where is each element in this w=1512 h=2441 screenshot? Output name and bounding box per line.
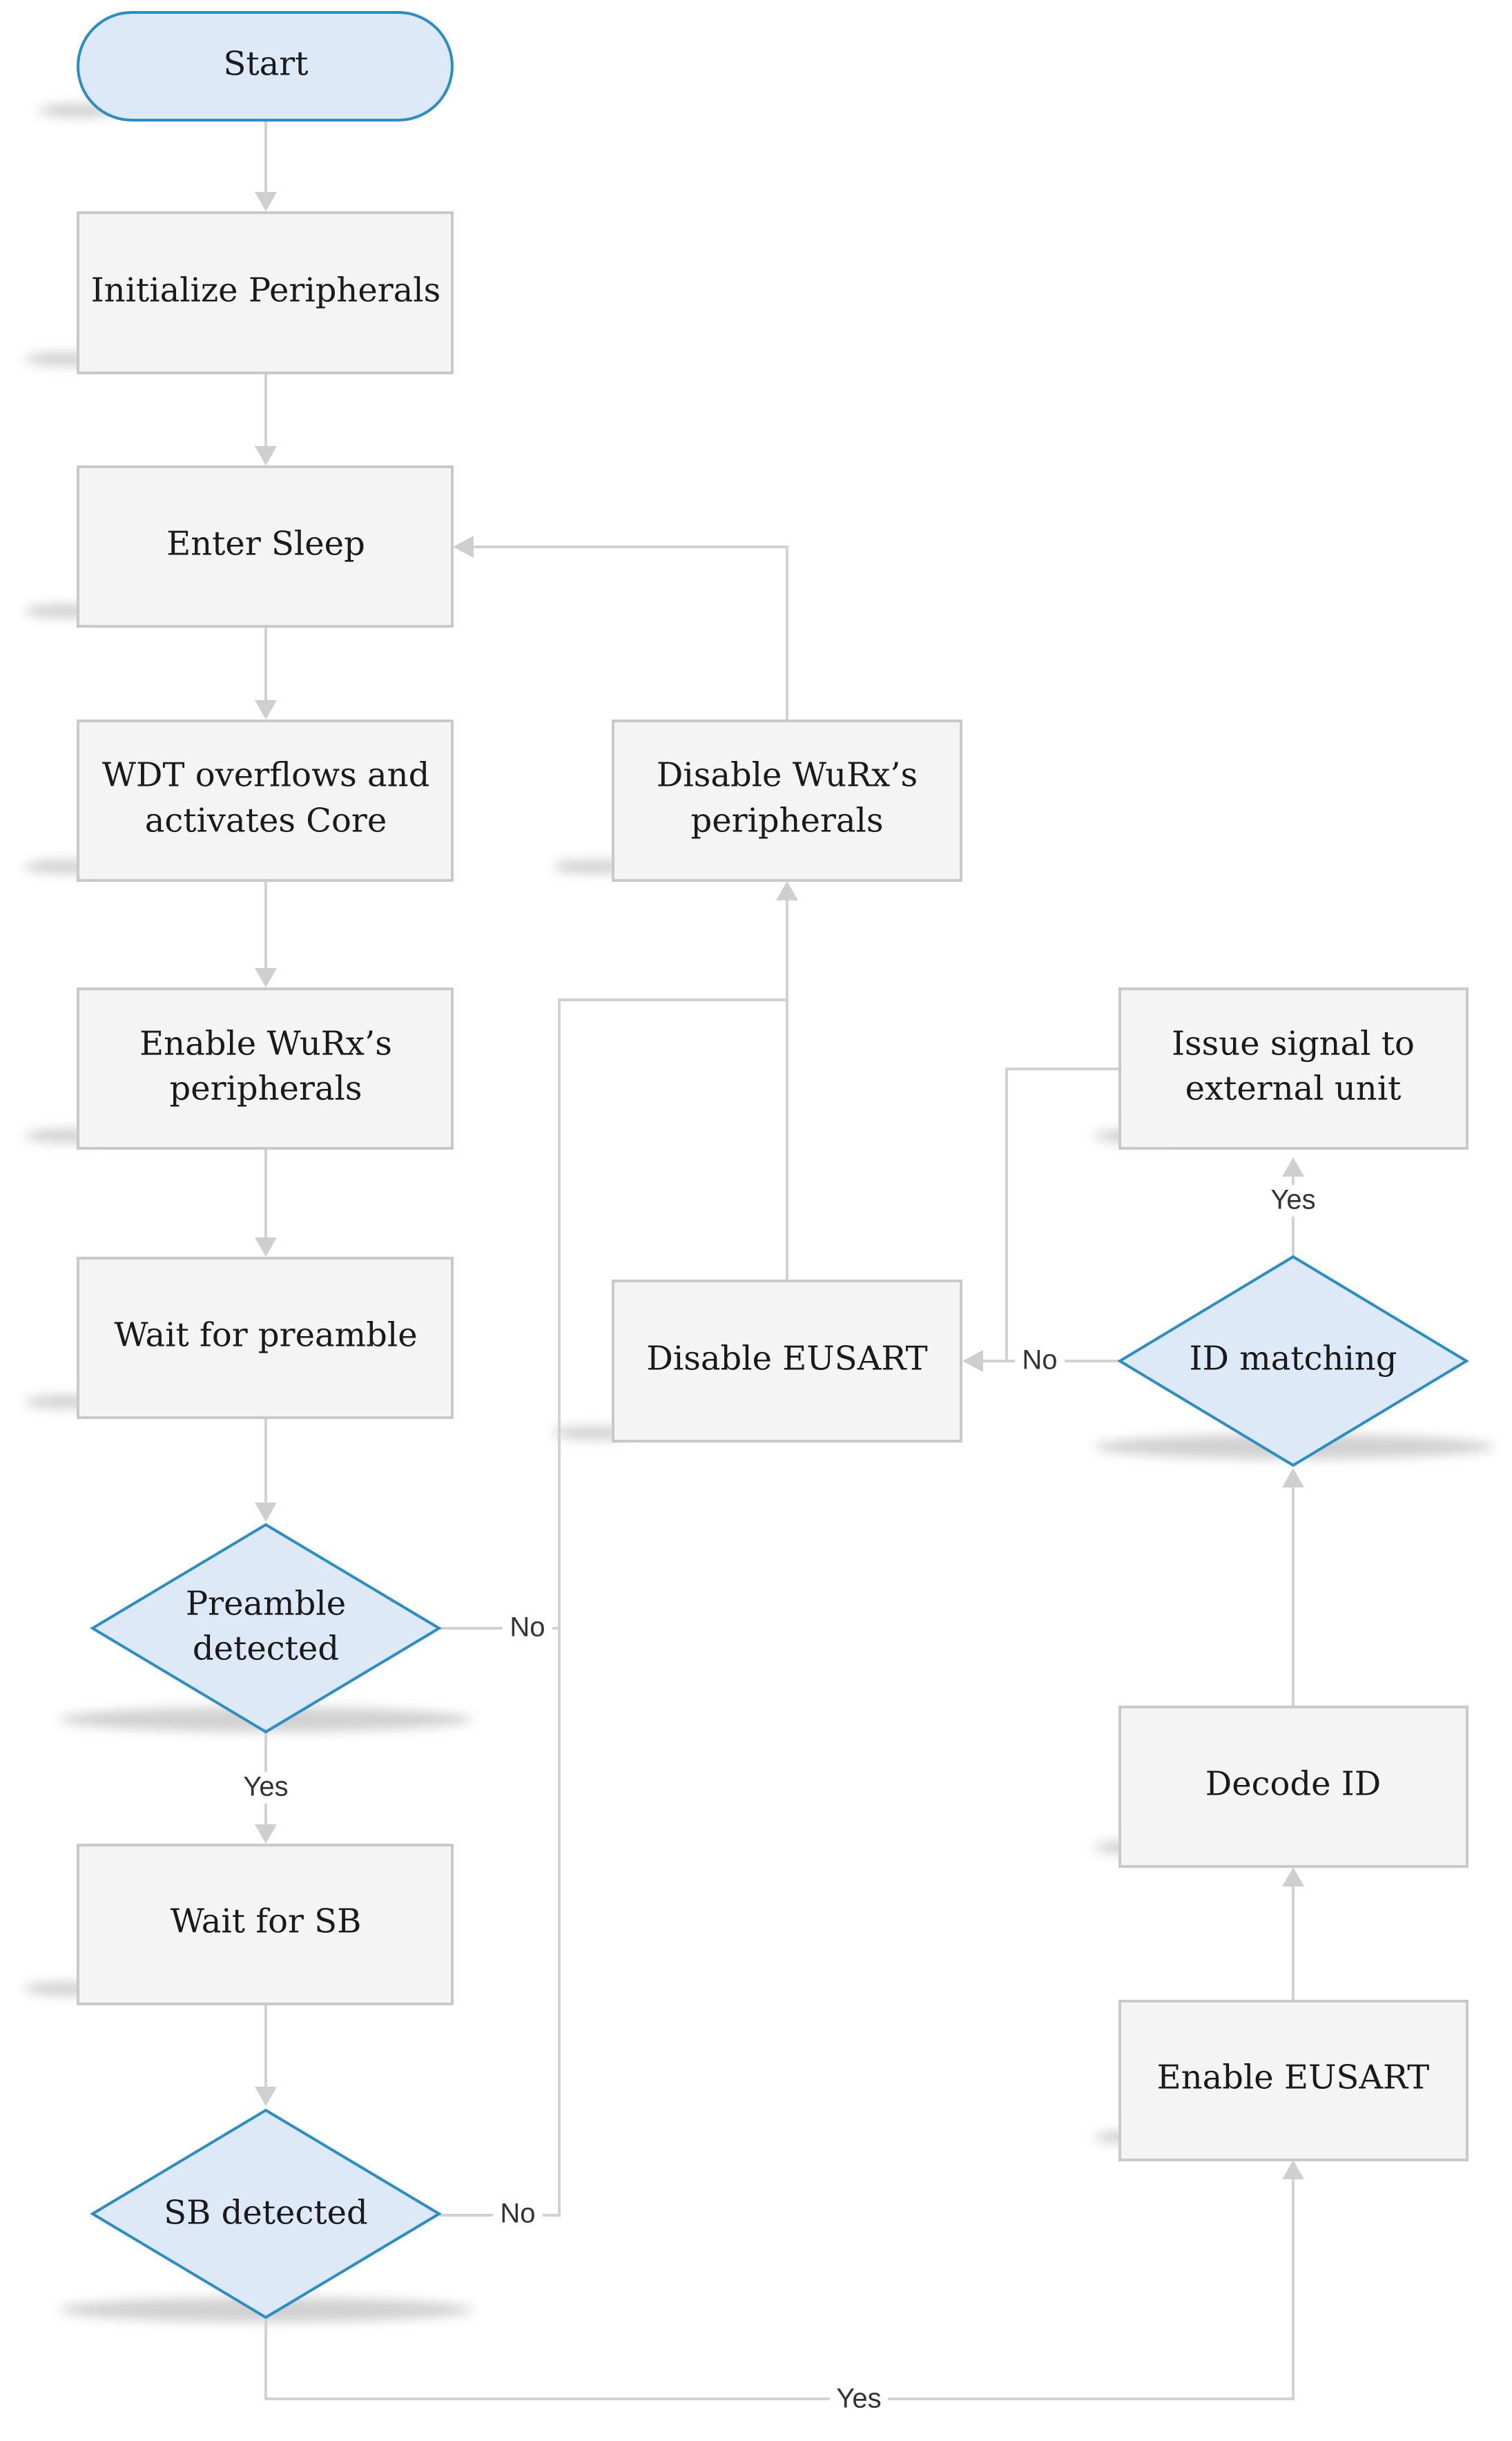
preamble-detected-decision: Preamble detected [90, 1523, 442, 1734]
enable-wurx-label-line1: Enable WuRx’s [139, 1025, 392, 1063]
wait-preamble-box: Wait for preamble [77, 1257, 454, 1419]
preamble-detected-label-line2: detected [193, 1630, 339, 1668]
wait-preamble-label: Wait for preamble [114, 1316, 417, 1355]
wdt-label-line1: WDT overflows and [102, 756, 430, 795]
enable-eusart-label: Enable EUSART [1157, 2058, 1430, 2097]
enable-wurx-label-line2: peripherals [169, 1070, 362, 1108]
enable-wurx-box: Enable WuRx’s peripherals [77, 987, 454, 1150]
sb-detected-label: SB detected [164, 2194, 368, 2232]
edge-labels: No Yes No Yes No Yes [238, 1185, 1321, 2414]
arrowheads [255, 192, 1304, 2179]
connectors [264, 120, 1295, 2400]
id-matching-label: ID matching [1190, 1340, 1397, 1378]
wait-sb-label: Wait for SB [171, 1902, 362, 1941]
enter-sleep-box: Enter Sleep [77, 465, 454, 628]
issue-signal-label-line1: Issue signal to [1172, 1025, 1415, 1063]
disable-wurx-label-line2: peripherals [690, 802, 883, 840]
id-yes-label: Yes [1270, 1185, 1315, 1215]
start-label: Start [223, 45, 308, 84]
disable-eusart-label: Disable EUSART [646, 1340, 927, 1378]
edge-sb-no [439, 998, 787, 2217]
preamble-yes-label: Yes [243, 1772, 288, 1802]
disable-wurx-box: Disable WuRx’s peripherals [612, 720, 962, 882]
initialize-peripherals-label: Initialize Peripherals [91, 271, 441, 310]
preamble-no-label: No [510, 1612, 545, 1643]
decode-id-label: Decode ID [1205, 1765, 1382, 1804]
edge-disable-to-sleep [469, 546, 788, 720]
issue-signal-label-line2: external unit [1185, 1070, 1402, 1108]
disable-wurx-label-line1: Disable WuRx’s [657, 756, 918, 795]
sb-detected-decision: SB detected [90, 2108, 442, 2319]
sb-no-label: No [500, 2199, 535, 2229]
sb-yes-label: Yes [836, 2384, 881, 2414]
preamble-detected-label-line1: Preamble [186, 1585, 346, 1623]
id-matching-decision: ID matching [1117, 1255, 1469, 1467]
id-no-label: No [1022, 1345, 1057, 1376]
enter-sleep-label: Enter Sleep [166, 525, 365, 563]
decode-id-box: Decode ID [1118, 1706, 1469, 1868]
edge-issue-return [1005, 1068, 1120, 1361]
issue-signal-box: Issue signal to external unit [1118, 987, 1469, 1150]
wdt-box: WDT overflows and activates Core [77, 720, 454, 882]
edge-sb-yes [264, 2177, 1295, 2400]
wdt-label-line2: activates Core [145, 802, 387, 840]
initialize-peripherals-box: Initialize Peripherals [77, 211, 454, 374]
enable-eusart-box: Enable EUSART [1118, 2000, 1469, 2161]
start-terminal: Start [77, 11, 454, 122]
wait-sb-box: Wait for SB [77, 1844, 454, 2005]
disable-eusart-box: Disable EUSART [612, 1280, 962, 1443]
